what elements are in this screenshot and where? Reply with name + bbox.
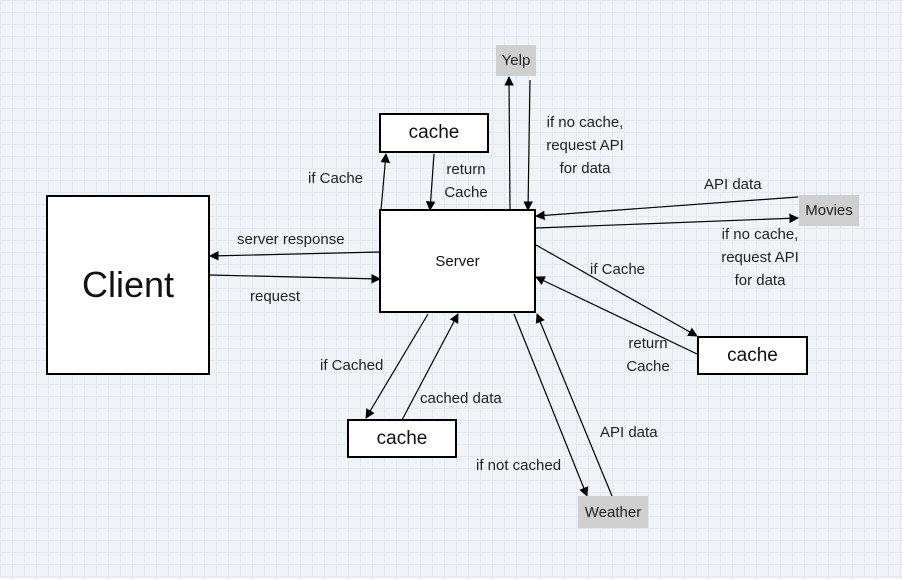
right-if-cache-label: if Cache [590,261,646,278]
weather-api-data-arrow [535,313,613,497]
weather-if-not-cached-arrow [513,313,589,497]
cache-node-bottom: cache [347,419,457,458]
server-label: Server [435,252,480,270]
right-return-cache-arrow [535,276,698,355]
yelp-label: Yelp [501,52,531,69]
movies-api-data-arrow [535,196,799,221]
client-label: Client [81,264,175,305]
cache-node-top: cache [379,113,489,153]
weather-node: Weather [578,496,648,528]
movies-node: Movies [799,195,859,226]
server-to-movies-arrow [535,213,799,229]
weather-api-data-label: API data [600,424,658,441]
server-to-yelp-arrow [504,76,514,211]
cache-bottom-label: cache [376,427,428,449]
server-node: Server [379,209,536,313]
cache-right-label: cache [727,344,778,366]
right-if-cache-arrow [535,244,698,337]
movies-api-data-label: API data [704,176,762,193]
cache-node-right: cache [697,336,808,375]
right-return-cache-label: return Cache [626,335,670,375]
bottom-cached-data-label: cached data [420,390,502,407]
yelp-node: Yelp [496,45,536,76]
top-return-cache-label: return Cache [444,161,488,201]
server-response-arrow [209,250,381,261]
cache-top-label: cache [408,122,460,143]
weather-label: Weather [584,503,642,521]
movies-request-label: if no cache, request API for data [721,226,799,289]
bottom-cached-data-arrow [401,313,459,421]
bottom-if-cached-arrow [365,313,429,419]
request-arrow [209,273,381,284]
server-response-label: server response [237,231,345,248]
top-return-cache-arrow [425,153,436,211]
movies-label: Movies [805,202,853,219]
weather-if-not-cached-label: if not cached [476,457,562,474]
request-label: request [250,288,301,305]
client-node: Client [46,195,210,375]
yelp-request-label: if no cache, request API for data [546,114,624,177]
yelp-to-server-arrow [523,79,533,211]
top-if-cache-label: if Cache [308,170,364,187]
bottom-if-cached-label: if Cached [320,357,384,374]
top-if-cache-arrow [380,153,391,211]
